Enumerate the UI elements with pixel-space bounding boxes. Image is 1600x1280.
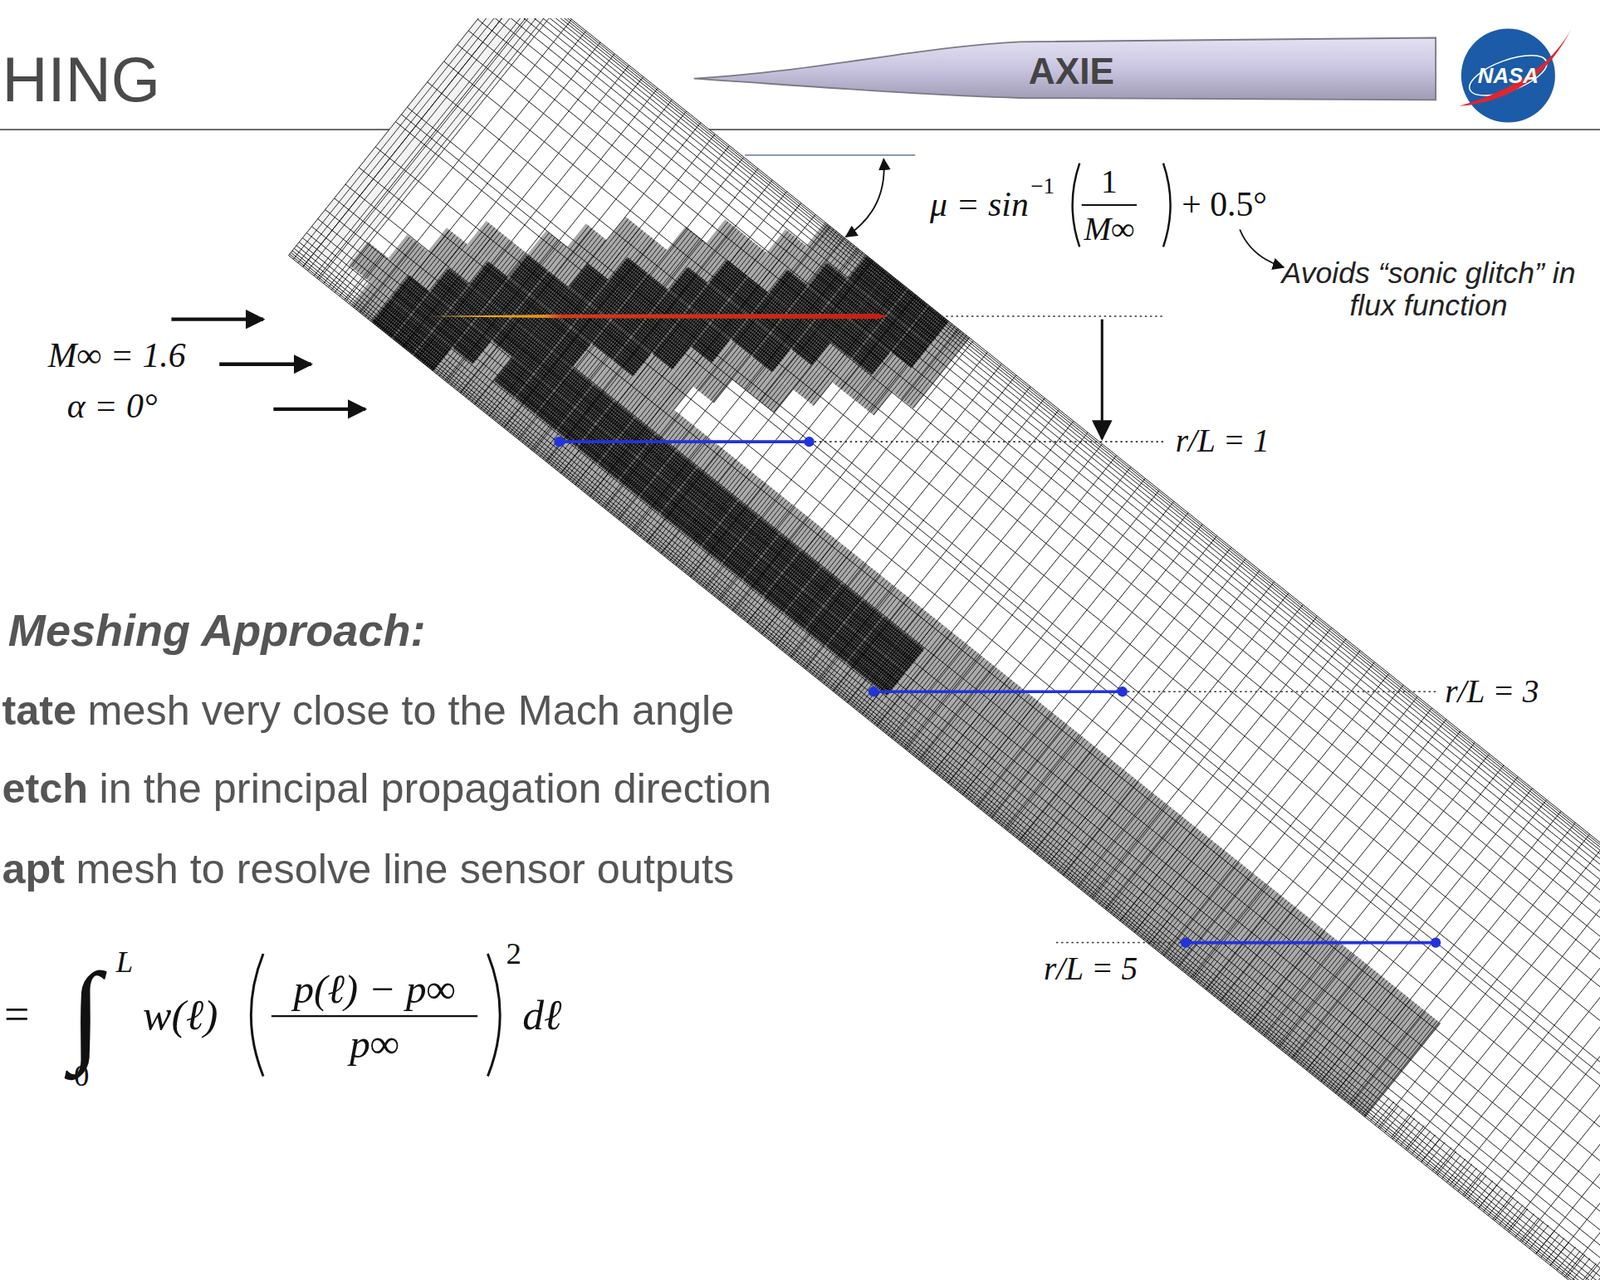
sensor-distance: r/L = 1: [1175, 422, 1270, 459]
flow-arrow: [219, 362, 312, 367]
note-arrow: [1239, 229, 1284, 268]
logo-text: NASA: [1477, 63, 1539, 88]
slide-title: HING: [1, 44, 160, 115]
bracket: [487, 954, 500, 1077]
vehicle-silhouette: [694, 37, 1436, 100]
bullet-text: mesh very close to the Mach angle: [88, 688, 735, 734]
formula-denominator: M∞: [1083, 211, 1135, 248]
bullet-keyword: tate: [1, 688, 77, 734]
angle-arc: [846, 159, 885, 237]
bracket: [250, 954, 264, 1077]
formula-part: + 0.5°: [1181, 185, 1268, 224]
flow-arrow: [273, 407, 366, 412]
integral-limit: L: [116, 944, 134, 979]
formula-exponent: −1: [1030, 174, 1055, 200]
equation-numerator: p(ℓ) − p∞: [293, 967, 456, 1013]
dotted-guide: [890, 315, 1164, 318]
equation-exponent: 2: [506, 936, 522, 971]
mesh-lines: [288, 18, 1600, 1280]
reference-line: [744, 154, 915, 157]
bullet-keyword: apt: [1, 846, 65, 892]
header-rule: [0, 128, 1600, 131]
line-sensor: [553, 436, 814, 447]
line-sensor: [868, 686, 1128, 697]
vehicle-name: AXIE: [1028, 51, 1115, 93]
integral-limit: 0: [73, 1058, 89, 1093]
note-text: Avoids “sonic glitch” in flux function: [1265, 257, 1592, 323]
refined-mesh-lines: [332, 18, 1591, 1117]
dotted-guide: [1056, 942, 1186, 945]
distance-arrow: [1100, 319, 1104, 440]
sensor-distance: r/L = 5: [1043, 951, 1138, 988]
refined-mesh-lines: [371, 39, 1095, 720]
equation-part: w(ℓ): [142, 991, 218, 1039]
refined-mesh-lines: [293, 18, 1600, 1280]
bullet-text: mesh to resolve line sensor outputs: [76, 846, 735, 892]
sensor-distance: r/L = 3: [1444, 674, 1539, 710]
formula-numerator: 1: [1100, 163, 1118, 200]
fraction-bar: [1081, 204, 1137, 206]
bracket: [1072, 163, 1081, 248]
vehicle-body: [428, 313, 888, 319]
line-sensor: [1180, 937, 1441, 948]
flow-condition: α = 0°: [67, 386, 158, 426]
logo-swoosh: [1458, 28, 1571, 106]
dotted-guide: [809, 440, 1166, 443]
flow-arrow: [171, 318, 264, 322]
mesh-grid: [288, 18, 1600, 1280]
bullet-text: in the principal propagation direction: [99, 765, 773, 812]
formula-part: μ = sin: [929, 185, 1029, 224]
section-heading: Meshing Approach:: [8, 606, 426, 656]
mesh: [288, 18, 1600, 1280]
equation-denominator: p∞: [349, 1022, 400, 1067]
logo-disc: [1461, 28, 1556, 123]
mesh-domain: [288, 18, 1600, 1280]
logo-orbit: [1464, 47, 1552, 104]
bullet-keyword: etch: [1, 765, 89, 812]
fraction-bar: [271, 1015, 478, 1018]
integral-sign: ∫: [70, 951, 102, 1076]
flow-condition: M∞ = 1.6: [48, 336, 186, 375]
dotted-guide: [1122, 690, 1438, 693]
equation-part: =: [4, 990, 30, 1040]
equation-part: dℓ: [522, 991, 562, 1039]
bracket: [1163, 163, 1171, 248]
